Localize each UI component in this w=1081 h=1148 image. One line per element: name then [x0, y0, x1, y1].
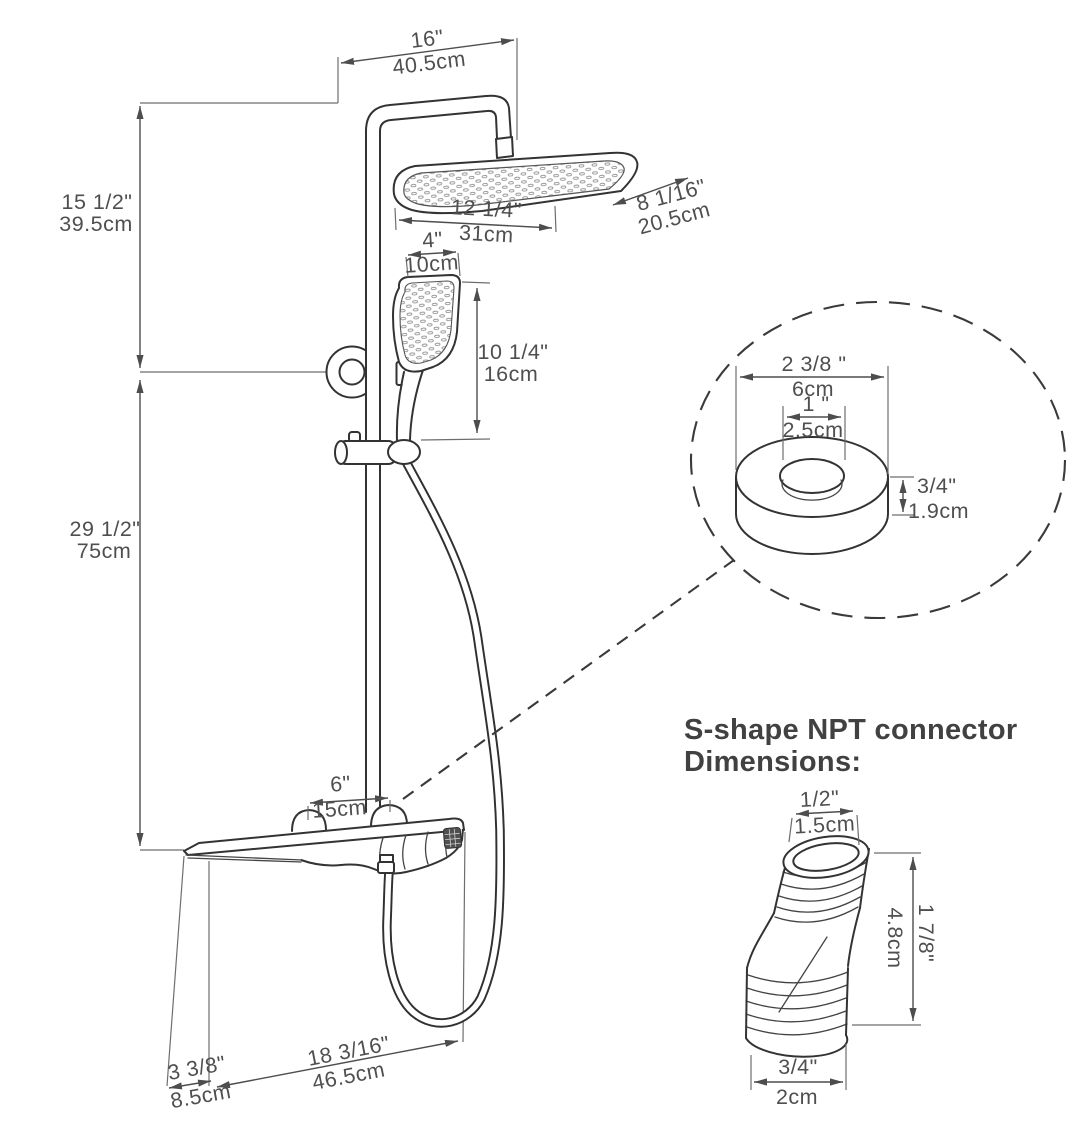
dim-lower-height: 29 1/2" 75cm [70, 380, 144, 846]
connector-body-left-edge [746, 912, 775, 969]
dim-flange-outer: 2 3/8 " 6cm [735, 352, 889, 474]
upper-height-cm-label: 39.5cm [59, 212, 133, 236]
connector-body-right-edge [847, 907, 861, 967]
rain-spray-face [403, 160, 625, 208]
connector-top-left-edge [773, 863, 787, 914]
dim-base-depth: 3 3/8" 8.5cm [166, 1051, 233, 1113]
rain-shower-head [392, 151, 639, 215]
flange-ring [735, 436, 889, 555]
dim-flange-hole: 1 " 2.5cm [782, 392, 846, 460]
detail-circle [689, 300, 1067, 620]
dim-valve-spacing: 6" 15cm [307, 771, 391, 823]
arm-width-cm-label: 40.5cm [391, 47, 467, 80]
dim-connector-top: 1/2" 1.5cm [788, 786, 860, 846]
shower-column [365, 94, 514, 813]
dim-hand-height: 10 1/4" 16cm [420, 281, 549, 441]
flange-outer-cm-label: 6cm [792, 377, 834, 401]
hand-shower-handle-left [395, 371, 405, 441]
shower-hose [377, 439, 506, 1028]
connector-bottom-rim [745, 1034, 849, 1058]
hand-shower [392, 274, 461, 441]
dim-connector-height: 1 7/8" 4.8cm [852, 852, 938, 1026]
lower-height-cm-label: 75cm [77, 539, 132, 563]
conn-bottom-cm-label: 2cm [776, 1085, 818, 1109]
slide-holder [334, 431, 398, 465]
flange-outer-inch-label: 2 3/8 " [782, 352, 847, 376]
head-width-cm-label: 31cm [458, 221, 514, 248]
shower-arm-outer [365, 94, 512, 813]
arm-width-inch-label: 16" [409, 25, 445, 53]
dim-upper-height: 15 1/2" 39.5cm [59, 106, 144, 368]
base-projection-lines [166, 831, 466, 1087]
dim-flange-thickness: 3/4" 1.9cm [890, 474, 969, 523]
dim-arm-width: 16" 40.5cm [340, 25, 515, 80]
conn-top-cm-label: 1.5cm [794, 811, 856, 838]
valve-spacing-inch-label: 6" [329, 771, 351, 796]
hand-spray-face [399, 280, 455, 364]
detail-callout [402, 300, 1067, 800]
conn-bottom-inch-label: 3/4" [778, 1055, 818, 1079]
flange-thick-cm-label: 1.9cm [908, 499, 969, 523]
dim-connector-bottom: 3/4" 2cm [750, 1044, 847, 1109]
detail-heading-line1: S-shape NPT connector [684, 714, 1017, 746]
npt-connector [745, 835, 870, 1058]
right-mount-dome [370, 804, 408, 828]
conn-height-cm-label: 4.8cm [883, 907, 907, 968]
waterfall-spout-mesh [442, 827, 463, 849]
lower-height-inch-label: 29 1/2" [70, 517, 141, 541]
hand-shower-handle-right [409, 369, 424, 441]
flange-thick-inch-label: 3/4" [917, 474, 957, 498]
hand-width-cm-label: 10cm [403, 250, 459, 278]
conn-top-inch-label: 1/2" [799, 786, 840, 812]
dim-head-width: 12 1/4" 31cm [394, 195, 557, 248]
hand-width-inch-label: 4" [421, 227, 443, 252]
hose-nut [377, 861, 395, 874]
base-depth-cm-label: 8.5cm [169, 1079, 233, 1113]
detail-heading-line2: Dimensions: [684, 746, 861, 778]
valve-wall-mounts [291, 804, 408, 832]
shower-arm-inner [379, 109, 498, 813]
leader-line [402, 559, 735, 800]
holder-cup [387, 439, 421, 465]
hand-height-inch-label: 10 1/4" [478, 340, 549, 364]
valve-spacing-cm-label: 15cm [311, 795, 367, 823]
connector-seam [778, 936, 828, 1013]
flange-hole-inch-label: 1 " [802, 392, 829, 416]
dim-reach: 18 3/16" 46.5cm [216, 1031, 459, 1095]
head-connector-nut [495, 136, 514, 159]
detail-heading: S-shape NPT connector Dimensions: [684, 714, 1017, 778]
shelf-top [183, 817, 465, 856]
dim-hand-width: 4" 10cm [403, 227, 461, 278]
holder-cap [334, 440, 348, 465]
connector-bottom-right-edge [845, 967, 849, 1036]
flange-hole-cm-label: 2.5cm [782, 418, 843, 442]
upper-height-inch-label: 15 1/2" [62, 190, 133, 214]
wall-bracket [325, 345, 379, 399]
hand-height-cm-label: 16cm [484, 362, 539, 386]
connector-bottom-left-edge [745, 967, 748, 1039]
head-width-inch-label: 12 1/4" [450, 195, 522, 223]
left-mount-dome [291, 809, 327, 832]
conn-height-inch-label: 1 7/8" [914, 904, 938, 962]
reference-lines [140, 38, 518, 851]
